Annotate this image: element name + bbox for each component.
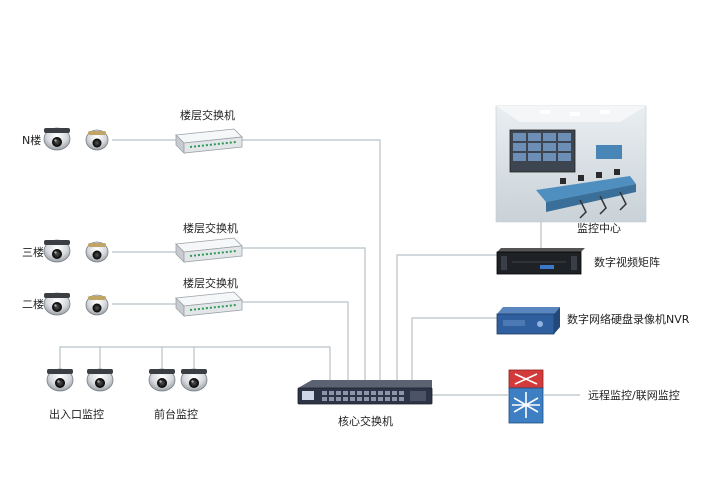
dome-camera-icon xyxy=(43,292,71,316)
floor-switch-icon xyxy=(175,291,243,317)
dome-camera-icon xyxy=(86,368,114,392)
nvr-label: 数字网络硬盘录像机NVR xyxy=(567,312,690,326)
core-switch-icon xyxy=(297,380,433,405)
dome-camera-icon xyxy=(85,129,109,151)
dome-camera-icon xyxy=(85,241,109,263)
floor3-label: 三楼 xyxy=(22,245,44,259)
dome-camera-icon xyxy=(180,368,208,392)
floor-switch-icon xyxy=(175,237,243,263)
floor-switch-icon xyxy=(175,128,243,154)
floor-switch-label: 楼层交换机 xyxy=(180,108,235,122)
n-floor-label: N楼 xyxy=(22,133,41,147)
entrance-label: 出入口监控 xyxy=(49,407,104,421)
front-desk-label: 前台监控 xyxy=(154,407,198,421)
dome-camera-icon xyxy=(43,127,71,151)
dome-camera-icon xyxy=(85,294,109,316)
router-icon xyxy=(508,369,544,424)
connection-lines xyxy=(59,139,580,396)
dome-camera-icon xyxy=(43,239,71,263)
monitor-center-label: 监控中心 xyxy=(577,221,621,235)
video-matrix-label: 数字视频矩阵 xyxy=(594,255,660,269)
floor2-label: 二楼 xyxy=(22,297,44,311)
floor-switch-label: 楼层交换机 xyxy=(183,221,238,235)
dome-camera-icon xyxy=(148,368,176,392)
remote-monitoring-label: 远程监控/联网监控 xyxy=(588,388,680,402)
core-switch-label: 核心交换机 xyxy=(338,414,393,428)
nvr-icon xyxy=(496,307,560,335)
floor-switch-label: 楼层交换机 xyxy=(183,276,238,290)
video-matrix-icon xyxy=(496,248,585,275)
monitor-center-image xyxy=(495,105,647,223)
dome-camera-icon xyxy=(46,368,74,392)
